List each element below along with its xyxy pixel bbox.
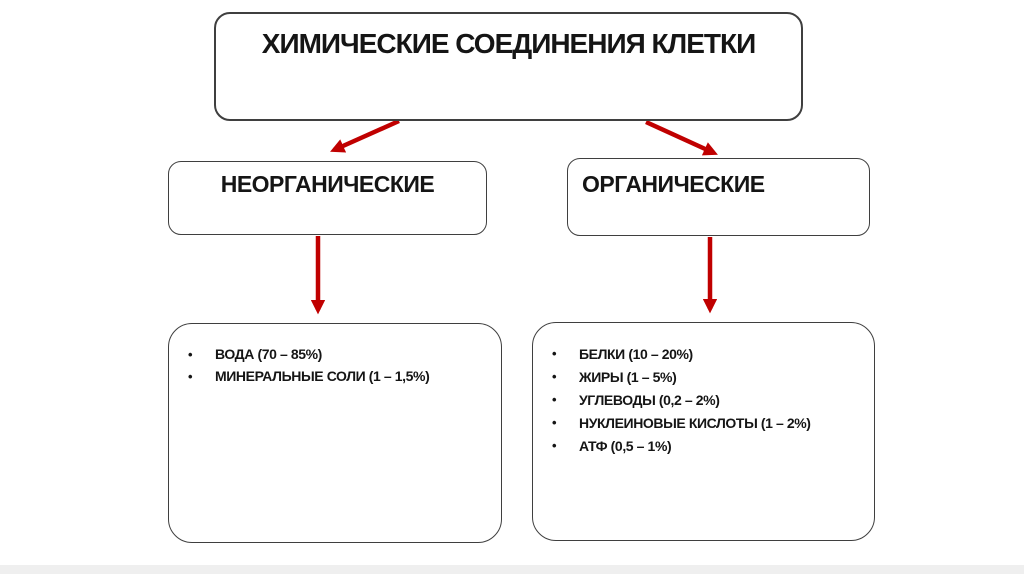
list-item: АТФ (0,5 – 1%) bbox=[552, 435, 829, 457]
list-item: ЖИРЫ (1 – 5%) bbox=[552, 366, 829, 388]
list-item: ВОДА (70 – 85%) bbox=[188, 344, 491, 365]
inorganic-items: ВОДА (70 – 85%)МИНЕРАЛЬНЫЕ СОЛИ (1 – 1,5… bbox=[169, 324, 501, 387]
inorganic-list-box: ВОДА (70 – 85%)МИНЕРАЛЬНЫЕ СОЛИ (1 – 1,5… bbox=[168, 323, 502, 543]
title-box: ХИМИЧЕСКИЕ СОЕДИНЕНИЯ КЛЕТКИ bbox=[214, 12, 803, 121]
arrow-title-to-organic bbox=[645, 119, 718, 156]
inorganic-box: НЕОРГАНИЧЕСКИЕ bbox=[168, 161, 487, 235]
diagram-title: ХИМИЧЕСКИЕ СОЕДИНЕНИЯ КЛЕТКИ bbox=[261, 28, 756, 59]
inorganic-label: НЕОРГАНИЧЕСКИЕ bbox=[220, 171, 435, 197]
organic-box: ОРГАНИЧЕСКИЕ bbox=[567, 158, 870, 236]
arrow-title-to-inorganic bbox=[330, 118, 400, 153]
list-item: УГЛЕВОДЫ (0,2 – 2%) bbox=[552, 389, 829, 411]
list-item: НУКЛЕИНОВЫЕ КИСЛОТЫ (1 – 2%) bbox=[552, 412, 829, 434]
slide-footer-strip bbox=[0, 565, 1024, 574]
list-item: МИНЕРАЛЬНЫЕ СОЛИ (1 – 1,5%) bbox=[188, 366, 491, 387]
organic-label: ОРГАНИЧЕСКИЕ bbox=[582, 171, 765, 197]
organic-items: БЕЛКИ (10 – 20%)ЖИРЫ (1 – 5%)УГЛЕВОДЫ (0… bbox=[533, 323, 874, 457]
organic-list-box: БЕЛКИ (10 – 20%)ЖИРЫ (1 – 5%)УГЛЕВОДЫ (0… bbox=[532, 322, 875, 541]
list-item: БЕЛКИ (10 – 20%) bbox=[552, 343, 829, 365]
